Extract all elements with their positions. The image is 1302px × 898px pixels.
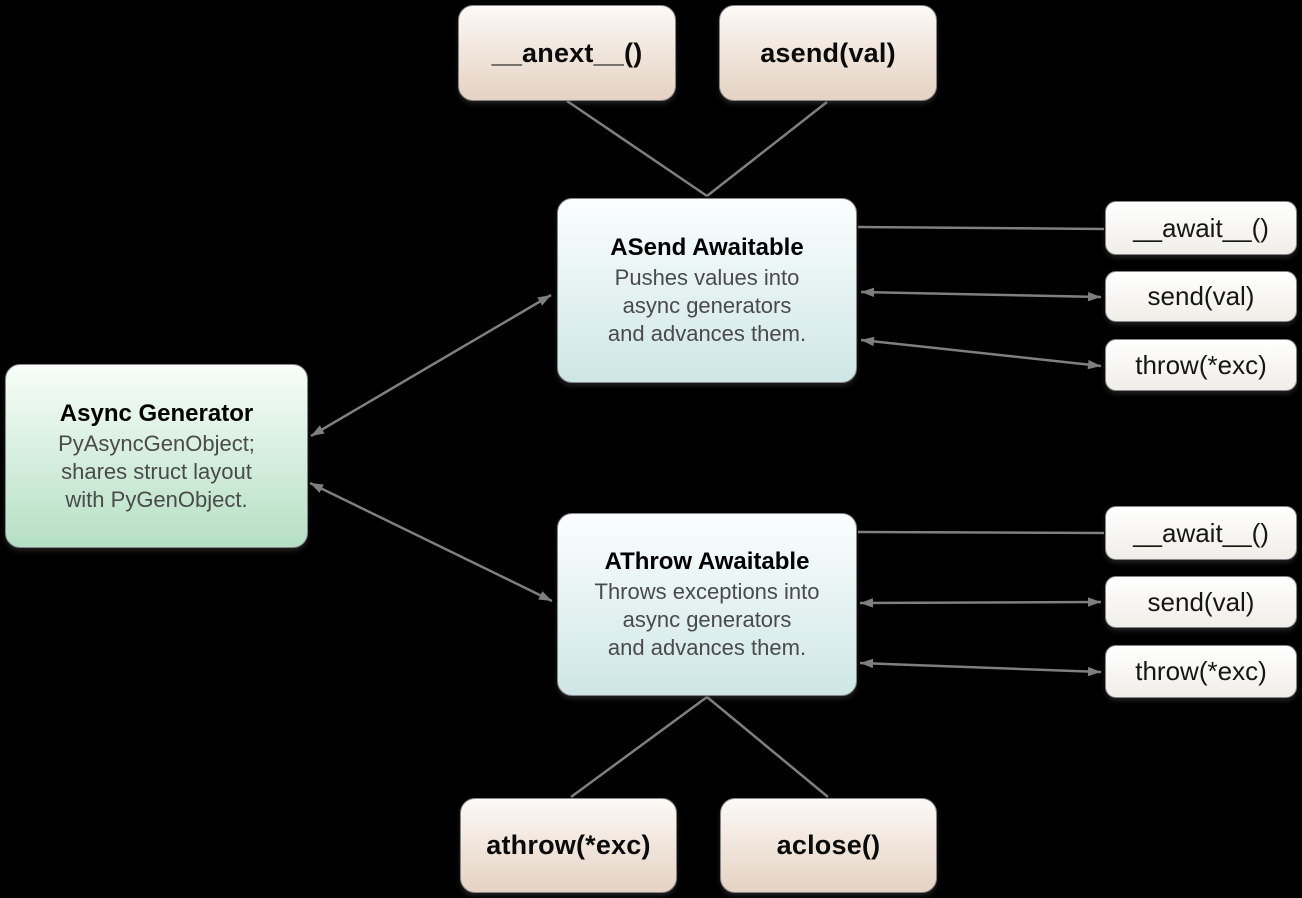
- edge-asend-to-asend-awaitable: [706, 101, 828, 197]
- async-generator-body-line-2: shares struct layout: [61, 458, 252, 484]
- await-method-athrow-label: __await__(): [1133, 517, 1269, 548]
- edge-asend-awaitable-to-await: [857, 225, 1105, 231]
- asend-awaitable-title: ASend Awaitable: [610, 234, 804, 261]
- athrow-awaitable-body-line-3: and advances them.: [607, 635, 807, 660]
- athrow-awaitable-title: AThrow Awaitable: [604, 548, 810, 575]
- node-anext-method: __anext__(): [458, 5, 676, 101]
- asend-awaitable-body-line-1: Pushes values into: [614, 265, 800, 290]
- asend-awaitable-body-line-3: and advances them.: [607, 321, 807, 346]
- async-generator-title: Async Generator: [59, 399, 254, 427]
- node-send-method-asend: send(val): [1105, 271, 1297, 322]
- node-throw-method-athrow: throw(*exc): [1105, 645, 1297, 698]
- athrow-awaitable-body-line-1: Throws exceptions into: [594, 579, 820, 604]
- edge-athrow-awaitable-to-athrow: [570, 695, 708, 799]
- edge-anext-to-asend-awaitable: [566, 99, 708, 198]
- send-method-asend-label: send(val): [1147, 281, 1255, 311]
- async-generator-body-line-3: with PyGenObject.: [65, 486, 248, 512]
- edge-generator-athrow-awaitable: [309, 481, 553, 603]
- asend-awaitable-body-line-2: async generators: [622, 293, 792, 318]
- asend-method-label: asend(val): [760, 37, 896, 68]
- node-asend-method: asend(val): [719, 5, 937, 101]
- edge-athrow-awaitable-to-await: [857, 530, 1105, 535]
- node-await-method-athrow: __await__(): [1105, 506, 1297, 560]
- async-generator-body-line-1: PyAsyncGenObject;: [58, 430, 255, 456]
- throw-method-athrow-label: throw(*exc): [1135, 656, 1267, 686]
- node-throw-method-asend: throw(*exc): [1105, 339, 1297, 391]
- send-method-athrow-label: send(val): [1147, 586, 1255, 617]
- edge-generator-asend-awaitable: [310, 293, 552, 438]
- throw-method-asend-label: throw(*exc): [1135, 349, 1267, 380]
- edge-athrow-awaitable-to-aclose: [706, 696, 829, 798]
- await-method-asend-label: __await__(): [1133, 212, 1269, 243]
- edge-athrow-awaitable-throw: [859, 658, 1102, 677]
- anext-method-label: __anext__(): [491, 37, 643, 68]
- node-aclose-method: aclose(): [720, 798, 937, 893]
- edge-asend-awaitable-throw: [860, 336, 1102, 370]
- aclose-method-label: aclose(): [776, 830, 881, 860]
- edge-asend-awaitable-send: [860, 287, 1102, 302]
- node-send-method-athrow: send(val): [1105, 576, 1297, 628]
- edges-group: [309, 99, 1105, 799]
- athrow-awaitable-body-line-2: async generators: [622, 607, 792, 632]
- athrow-method-label: athrow(*exc): [486, 830, 651, 860]
- edge-athrow-awaitable-send: [859, 597, 1102, 608]
- node-await-method-asend: __await__(): [1105, 201, 1297, 255]
- node-athrow-method: athrow(*exc): [460, 798, 677, 893]
